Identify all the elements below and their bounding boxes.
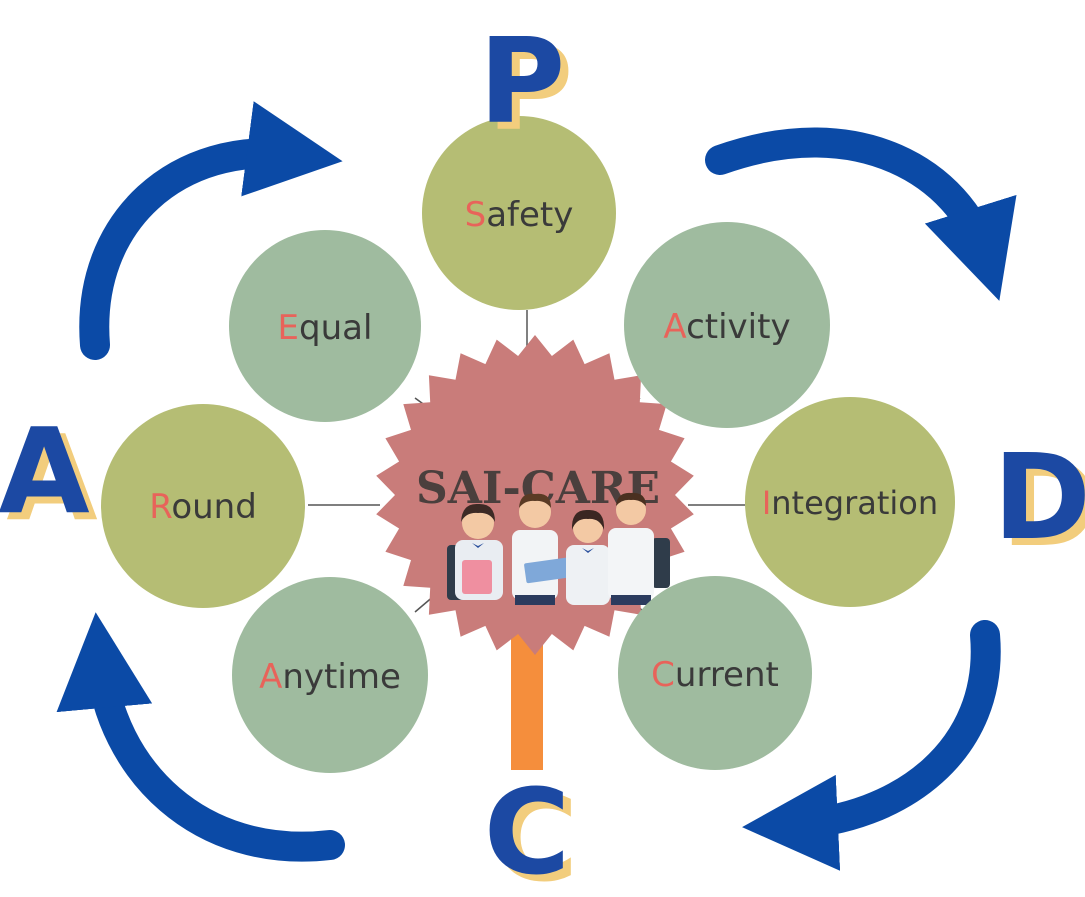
svg-text:Current: Current <box>651 655 779 695</box>
node-round: Round <box>101 404 305 608</box>
node-safety: Safety <box>422 116 616 310</box>
node-current: Current <box>618 576 812 770</box>
svg-text:Round: Round <box>149 487 257 527</box>
phase-plan: P P <box>479 12 573 157</box>
phase-act: A A <box>0 402 98 547</box>
svg-text:D: D <box>993 428 1085 566</box>
arrow-act-to-plan <box>79 101 343 360</box>
svg-text:Equal: Equal <box>278 308 373 348</box>
arrow-do-to-check <box>742 620 1001 871</box>
svg-text:P: P <box>479 12 565 150</box>
svg-text:C: C <box>484 763 571 897</box>
svg-text:D: D <box>1001 435 1085 573</box>
student-figure <box>566 509 610 605</box>
svg-text:Activity: Activity <box>663 307 790 347</box>
svg-text:A: A <box>6 409 97 547</box>
node-anytime: Anytime <box>232 577 428 773</box>
students-illustration <box>447 492 670 605</box>
node-equal: Equal <box>229 230 421 422</box>
arrow-check-to-act <box>56 612 345 862</box>
student-figure <box>608 492 670 605</box>
student-figure <box>512 493 576 605</box>
arrow-plan-to-do <box>705 127 1017 301</box>
svg-text:C: C <box>492 770 579 897</box>
student-figure <box>447 503 503 600</box>
svg-text:Safety: Safety <box>465 195 574 235</box>
svg-text:A: A <box>0 402 90 540</box>
svg-text:Integration: Integration <box>762 484 938 522</box>
node-integration: Integration <box>745 397 955 607</box>
phase-check: C C <box>484 763 579 897</box>
svg-text:P: P <box>487 19 573 157</box>
node-activity: Activity <box>624 222 830 428</box>
phase-do: D D <box>993 428 1085 573</box>
svg-text:Anytime: Anytime <box>259 657 401 697</box>
cycle-arrows <box>56 101 1017 871</box>
